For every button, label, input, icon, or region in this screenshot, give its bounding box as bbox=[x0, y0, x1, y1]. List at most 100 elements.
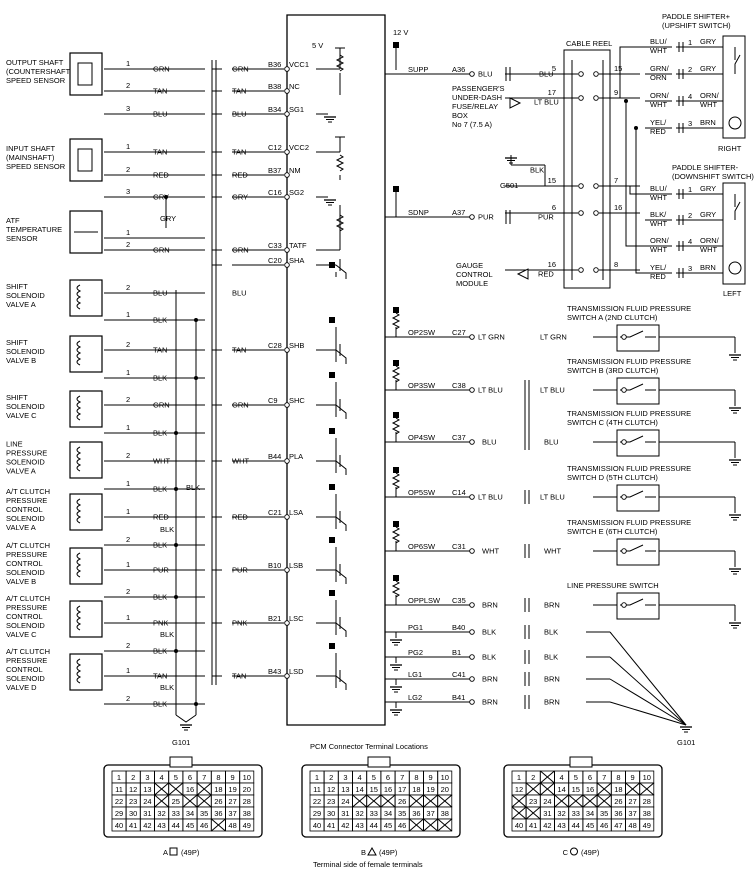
paddle-wire-color: WHT bbox=[700, 100, 717, 109]
pcm-signal-label: LSB bbox=[289, 561, 303, 570]
paddle-wire-color: WHT bbox=[650, 193, 667, 202]
reel-terminal bbox=[578, 210, 584, 216]
pcm-right-terminal bbox=[469, 71, 475, 77]
cable-reel-label: CABLE REEL bbox=[566, 39, 612, 48]
empty-cavity bbox=[168, 782, 184, 796]
connector-pin-number: 42 bbox=[543, 821, 551, 830]
connector-pin-number: 13 bbox=[341, 785, 349, 794]
pressure-switch-label: TRANSMISSION FLUID PRESSURE bbox=[567, 357, 691, 366]
connector-pin-number: 11 bbox=[313, 785, 321, 794]
connector-pin-number: 12 bbox=[129, 785, 137, 794]
paddle-wire-color: BRN bbox=[700, 118, 716, 127]
connector-pin-number: 19 bbox=[228, 785, 236, 794]
wire-color-left: TAN bbox=[153, 346, 167, 355]
connector-shape-square bbox=[169, 847, 178, 856]
empty-cavity bbox=[154, 782, 169, 796]
harness-pin: 1 bbox=[126, 613, 130, 622]
pcm-left-terminal bbox=[284, 402, 290, 408]
wire-color-left: WHT bbox=[153, 457, 170, 466]
wire-color-left: BLU bbox=[153, 110, 168, 119]
component-box-lsc bbox=[69, 600, 103, 638]
wire-color-mid: GRN bbox=[232, 65, 249, 74]
wire-color-left: BLK bbox=[153, 541, 167, 550]
pcm-right-terminal bbox=[469, 699, 475, 705]
reel-terminal bbox=[593, 71, 599, 77]
empty-cavity bbox=[366, 794, 382, 808]
component-label-atf: TEMPERATURE bbox=[6, 225, 62, 234]
component-label-oss: OUTPUT SHAFT bbox=[6, 58, 64, 67]
connector-pin-number: 16 bbox=[186, 785, 194, 794]
empty-cavity bbox=[196, 794, 212, 808]
connector-pin-number: 29 bbox=[313, 809, 321, 818]
connector-pin-number: 30 bbox=[129, 809, 137, 818]
connector-pin-number: 37 bbox=[426, 809, 434, 818]
harness-pin: 2 bbox=[126, 451, 130, 460]
connector-pin-number: 24 bbox=[543, 797, 551, 806]
harness-pin: 2 bbox=[126, 694, 130, 703]
paddle-pin: 2 bbox=[688, 65, 692, 74]
wire-color-mid: BLU bbox=[232, 110, 247, 119]
pcm-pin-label: B10 bbox=[268, 561, 281, 570]
harness-pin: 2 bbox=[126, 641, 130, 650]
pcm-left-terminal bbox=[284, 673, 290, 679]
pcm-left-terminal bbox=[284, 111, 290, 117]
component-label-atf: SENSOR bbox=[6, 234, 38, 243]
component-label-lsa: CONTROL bbox=[6, 505, 43, 514]
component-box-shc bbox=[69, 390, 103, 428]
connector-pin-number: 24 bbox=[143, 797, 151, 806]
connector-pin-number: 28 bbox=[643, 797, 651, 806]
fusebox-label: PASSENGER'S bbox=[452, 84, 505, 93]
ground-splice bbox=[194, 702, 198, 706]
paddle-pin: 1 bbox=[688, 38, 692, 47]
connector-pin-number: 49 bbox=[643, 821, 651, 830]
connector-pin-number: 26 bbox=[214, 797, 222, 806]
component-label-pla: VALVE A bbox=[6, 467, 36, 476]
connector-pin-number: 24 bbox=[341, 797, 349, 806]
paddle-wire-color: BLK/ bbox=[650, 210, 667, 219]
paddle-wire-color: RED bbox=[650, 127, 666, 136]
connector-pin-number: 23 bbox=[129, 797, 137, 806]
paddle-wire-color: WHT bbox=[650, 219, 667, 228]
harness-pin: 2 bbox=[126, 587, 130, 596]
pcm-left-terminal bbox=[284, 262, 290, 268]
pcm-signal-label: PG2 bbox=[408, 648, 423, 657]
wire-color-right: LT BLU bbox=[540, 386, 565, 395]
reel-splice bbox=[624, 99, 628, 103]
pcm-signal-label: NM bbox=[289, 166, 301, 175]
transistor bbox=[335, 460, 347, 475]
paddle-pin: 1 bbox=[688, 185, 692, 194]
wire-color-left: GRN bbox=[153, 246, 170, 255]
reel-pin: 16 bbox=[614, 203, 622, 212]
component-label-lsa: A/T CLUTCH bbox=[6, 487, 50, 496]
empty-cavity bbox=[409, 818, 424, 832]
pcm-left-terminal bbox=[284, 458, 290, 464]
pcm-pin-label: C16 bbox=[268, 188, 282, 197]
pcm-signal-label: LSD bbox=[289, 667, 304, 676]
reel-pin: 6 bbox=[552, 203, 556, 212]
wire-color-mid: GRN bbox=[232, 246, 249, 255]
component-box-lsd bbox=[69, 653, 103, 691]
pcm-pin-label: B40 bbox=[452, 623, 465, 632]
pcm-signal-label: PLA bbox=[289, 452, 303, 461]
harness-pin: 1 bbox=[126, 228, 130, 237]
blk-label: BLK bbox=[160, 525, 174, 534]
connector-pin-number: 4 bbox=[560, 773, 564, 782]
pcm-pin-label: C35 bbox=[452, 596, 466, 605]
connector-pin-number: 38 bbox=[441, 809, 449, 818]
paddle-switch bbox=[734, 47, 741, 74]
pcm-right-terminal bbox=[469, 387, 475, 393]
component-label-sha: SHIFT bbox=[6, 282, 28, 291]
empty-cavity bbox=[540, 770, 555, 784]
reel-pin: 17 bbox=[548, 88, 556, 97]
connector-pin-number: 44 bbox=[572, 821, 580, 830]
harness-pin: 1 bbox=[126, 560, 130, 569]
empty-cavity bbox=[525, 782, 541, 796]
connector-pin-number: 1 bbox=[517, 773, 521, 782]
transistor bbox=[335, 516, 347, 531]
connector-pin-number: 28 bbox=[243, 797, 251, 806]
blk-label: BLK bbox=[186, 483, 200, 492]
connector-pin-number: 18 bbox=[214, 785, 222, 794]
empty-cavity bbox=[625, 782, 640, 796]
